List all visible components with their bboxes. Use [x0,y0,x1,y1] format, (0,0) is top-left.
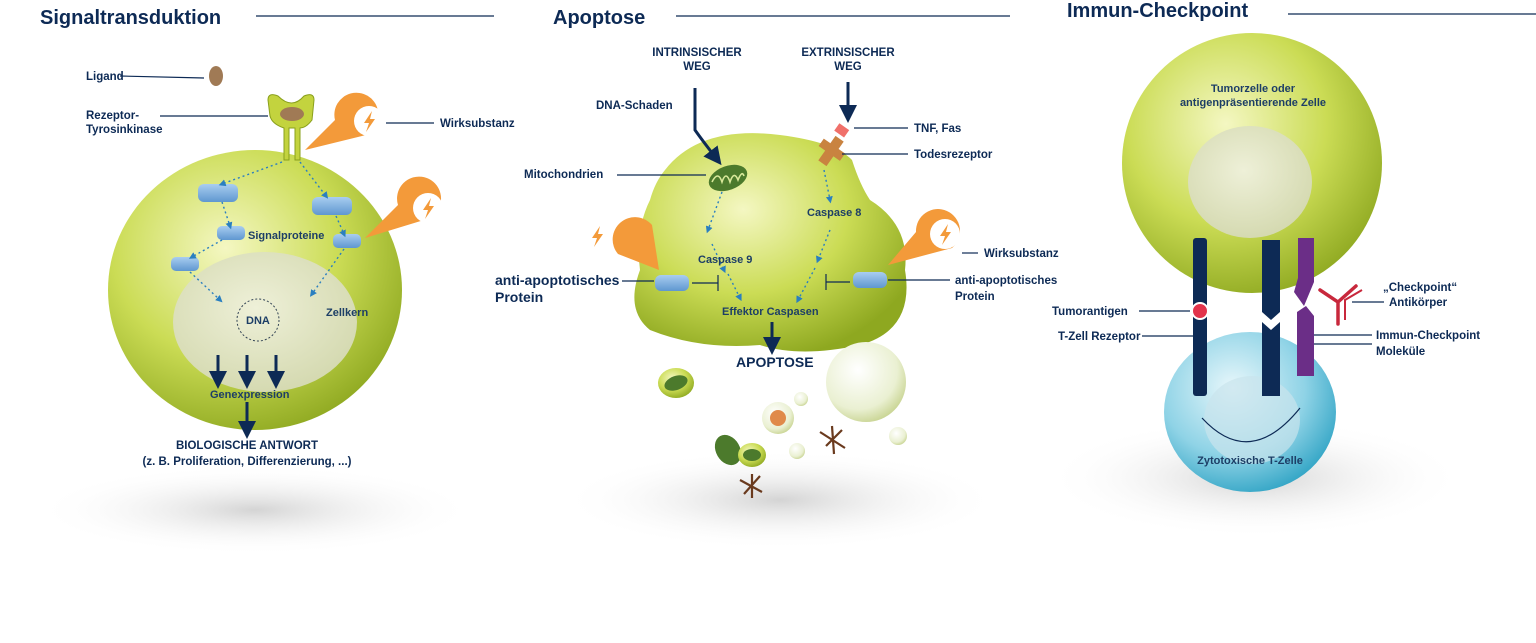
lightning-icon [888,209,960,265]
label-anti-left-2: Protein [495,289,543,305]
signal-protein [333,234,361,248]
ligand-shape [209,66,223,86]
dna-circle [236,298,280,342]
label-checkpoint-2: Moleküle [1376,346,1425,358]
label-wirksubstanz-apoptose: Wirksubstanz [984,248,1059,260]
checkpoint-molecule [1294,238,1314,306]
label-intrinsic-2: WEG [683,61,711,73]
antibody-icon [1318,284,1363,326]
label-tnf-fas: TNF, Fas [914,123,961,135]
label-apoptose: APOPTOSE [736,354,814,370]
label-antibody-2: Antikörper [1389,297,1448,309]
label-ligand: Ligand [86,71,124,83]
label-signalproteine: Signalproteine [248,230,324,242]
label-checkpoint-1: Immun-Checkpoint [1376,330,1480,342]
cell-shadow [560,450,1000,550]
label-response-2: (z. B. Proliferation, Differenzierung, .… [143,456,352,468]
label-tumor-cell-2: antigenpräsentierende Zelle [1180,97,1326,109]
panel-title-checkpoint: Immun-Checkpoint [1067,0,1248,22]
panel-title-apoptose: Apoptose [553,7,645,29]
label-effektor-caspasen: Effektor Caspasen [722,306,819,318]
label-antibody-1: „Checkpoint“ [1383,282,1457,294]
label-dna-schaden: DNA-Schaden [596,100,673,112]
plus-sign: + [1194,378,1207,403]
panel-immun-checkpoint: Immun-Checkpoint + − Tumorzelle oder ant… [1045,0,1536,538]
label-caspase-8: Caspase 8 [807,207,861,219]
panel-signaltransduktion: Signaltransduktion [35,7,515,555]
apoptotic-bodies [658,342,907,498]
label-zellkern: Zellkern [326,307,368,319]
checkpoint-ligand [1262,240,1280,320]
label-dna: DNA [246,315,270,327]
label-response-1: BIOLOGISCHE ANTWORT [176,440,318,452]
label-tcr: T-Zell Rezeptor [1058,331,1141,343]
signal-protein [171,257,199,271]
checkpoint-receptor [1262,322,1280,396]
label-extrinsic-1: EXTRINSISCHER [801,47,895,59]
label-genexpression: Genexpression [210,389,290,401]
label-mitochondrien: Mitochondrien [524,169,603,181]
signal-protein [217,226,245,240]
death-receptor [818,123,850,167]
cell-shadow [35,465,475,555]
receptor-tyrosinkinase [267,94,315,161]
lightning-icon [305,92,384,150]
lightning-icon [582,217,659,270]
tumor-antigen-dot [1191,302,1209,320]
label-caspase-9: Caspase 9 [698,254,752,266]
label-receptor-1: Rezeptor- [86,110,139,122]
anti-apoptotic-protein-left [655,275,689,291]
lightning-icon [365,176,443,238]
mitochondrion [708,164,748,192]
label-receptor-2: Tyrosinkinase [86,124,163,136]
panel-title-signal: Signaltransduktion [40,7,221,29]
signal-protein [312,197,352,215]
label-intrinsic-1: INTRINSISCHER [652,47,742,59]
checkpoint-molecule [1297,306,1314,376]
label-tumor-cell-1: Tumorzelle oder [1211,83,1296,95]
apoptotic-cell-body [634,133,907,352]
label-tumorantigen: Tumorantigen [1052,306,1128,318]
signal-protein [198,184,238,202]
label-anti-right-1: anti-apoptotisches [955,275,1057,287]
label-wirksubstanz: Wirksubstanz [440,118,515,130]
label-anti-right-2: Protein [955,291,995,303]
minus-sign: − [1264,378,1277,403]
label-extrinsic-2: WEG [834,61,862,73]
label-anti-left-1: anti-apoptotisches [495,272,620,288]
label-tcell: Zytotoxische T-Zelle [1197,455,1303,467]
t-cell-nucleus [1204,376,1300,464]
anti-apoptotic-protein-right [853,272,887,288]
label-todesrezeptor: Todesrezeptor [914,149,993,161]
tumor-nucleus [1188,126,1312,238]
panel-apoptose: Apoptose [495,7,1059,550]
